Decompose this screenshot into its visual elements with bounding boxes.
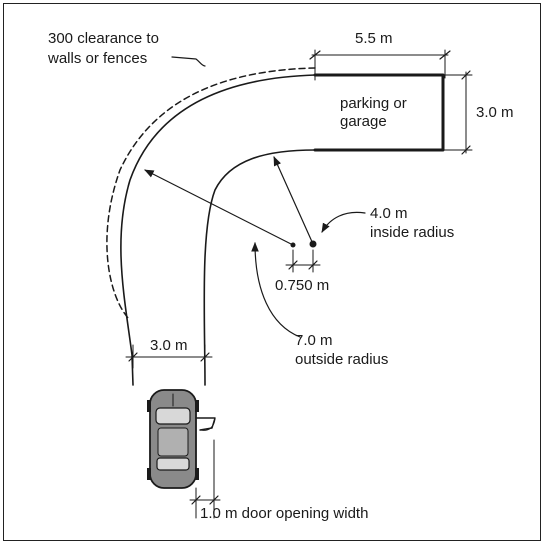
drive-width-dimension <box>125 344 213 369</box>
drive-width-label: 3.0 m <box>150 337 188 354</box>
garage-width-dimension <box>309 49 451 81</box>
garage-outline <box>313 73 445 152</box>
garage-label-line1: parking or <box>340 95 407 112</box>
car-door-icon <box>195 417 216 431</box>
inside-radius-arrow <box>273 156 314 245</box>
garage-width-label: 5.5 m <box>355 30 393 47</box>
inside-radius-leader <box>321 211 366 233</box>
door-width-label: 1.0 m door opening width <box>200 505 368 522</box>
clearance-leader <box>171 56 206 67</box>
outer-driveway-edge <box>120 74 316 386</box>
clearance-line <box>106 67 316 321</box>
garage-depth-dimension <box>442 70 473 155</box>
offset-label: 0.750 m <box>275 277 329 294</box>
car-icon <box>147 389 199 489</box>
inside-radius-caption: inside radius <box>370 224 454 241</box>
outside-radius-arrow <box>144 169 294 246</box>
door-dimension <box>189 439 221 519</box>
clearance-label-line1: 300 clearance to <box>48 30 159 47</box>
outside-radius-caption: outside radius <box>295 351 388 368</box>
outside-radius-value: 7.0 m <box>295 332 333 349</box>
inside-radius-value: 4.0 m <box>370 205 408 222</box>
clearance-label-line2: walls or fences <box>47 50 147 67</box>
offset-dimension <box>285 249 321 273</box>
garage-label-line2: garage <box>340 113 387 130</box>
inner-driveway-edge <box>203 149 316 386</box>
outside-radius-leader <box>251 242 301 338</box>
diagram-frame <box>3 3 541 541</box>
door-swing-arc <box>199 418 216 431</box>
garage-depth-label: 3.0 m <box>476 104 514 121</box>
